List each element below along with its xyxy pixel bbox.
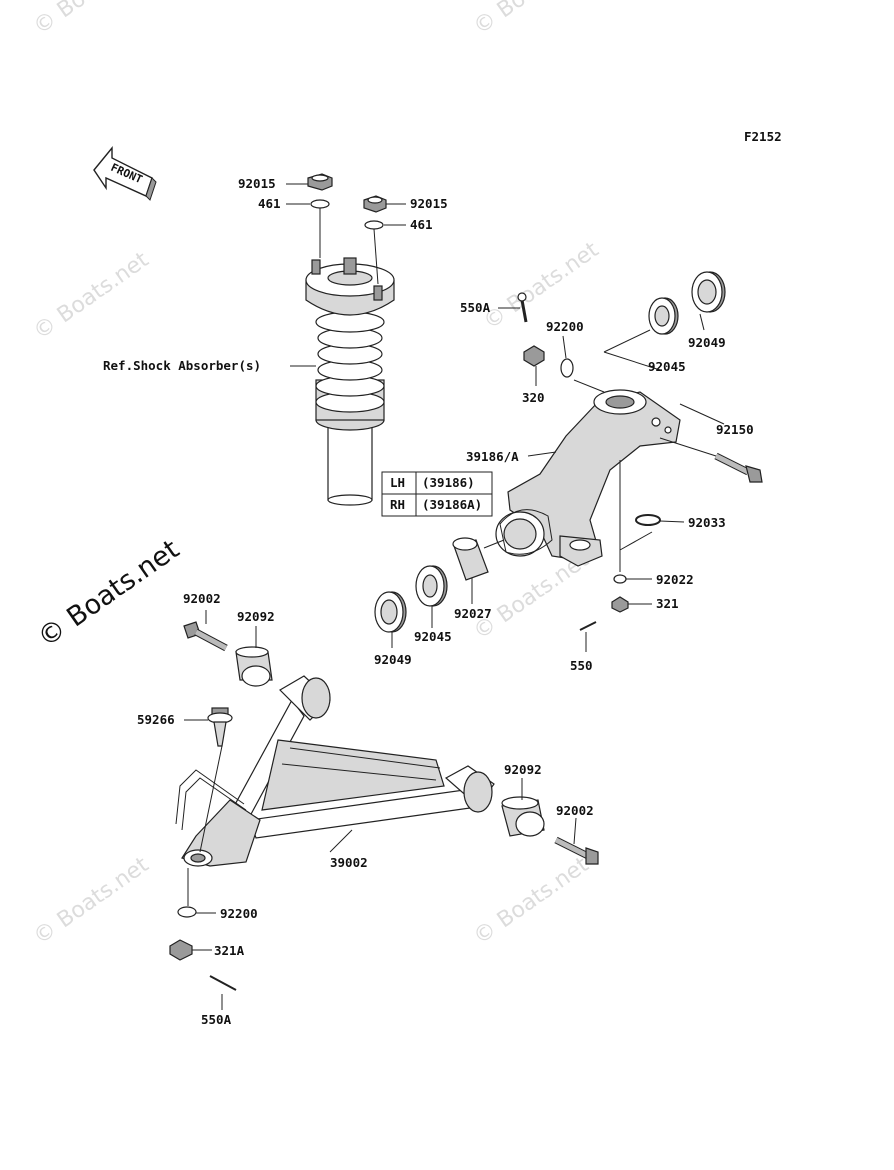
washer-461-right: [364, 220, 384, 230]
ball-joint-59266: [207, 707, 233, 747]
watermark-1: © Boats.net: [29, 0, 154, 40]
label-550: 550: [570, 658, 593, 673]
seal-92049-low: [374, 591, 407, 633]
label-92049-top: 92049: [688, 335, 726, 350]
washer-92200-low: [177, 906, 197, 918]
table-row-lh-side: LH: [390, 475, 405, 490]
steering-knuckle: [495, 389, 681, 567]
label-92015-left: 92015: [238, 176, 276, 191]
label-92049-low: 92049: [374, 652, 412, 667]
label-461-right: 461: [410, 217, 433, 232]
label-321A: 321A: [214, 943, 245, 958]
table-row-rh-side: RH: [390, 497, 405, 512]
label-92015-right: 92015: [410, 196, 448, 211]
label-321: 321: [656, 596, 679, 611]
label-39186: 39186/A: [466, 449, 519, 464]
nut-92015-right: [363, 195, 387, 213]
nut-92015-left: [307, 173, 333, 191]
snap-ring-92033: [635, 514, 661, 526]
washer-92200-top: [560, 358, 574, 378]
nut-320: [523, 345, 545, 367]
label-92092-left: 92092: [237, 609, 275, 624]
watermark-4: © Boats.net: [479, 237, 604, 335]
label-461-left: 461: [258, 196, 281, 211]
label-92150: 92150: [716, 422, 754, 437]
label-39002: 39002: [330, 855, 368, 870]
label-92092-right: 92092: [504, 762, 542, 777]
seal-92049-top: [691, 271, 726, 313]
label-92027: 92027: [454, 606, 492, 621]
diagram-code: F2152: [744, 129, 782, 144]
label-92002-left: 92002: [183, 591, 221, 606]
bolt-92002-left: [183, 621, 228, 652]
washer-461-left: [310, 199, 330, 209]
cotter-pin-550: [579, 621, 597, 631]
nut-321: [611, 596, 629, 613]
label-320: 320: [522, 390, 545, 405]
label-92200-top: 92200: [546, 319, 584, 334]
watermark-7: © Boats.net: [469, 852, 594, 950]
bearing-92045-top: [648, 297, 679, 335]
watermark-main: © Boats.net: [32, 534, 185, 654]
front-arrow-icon: FRONT: [93, 146, 157, 201]
label-550A-top: 550A: [460, 300, 491, 315]
cotter-pin-550A-low: [209, 975, 237, 991]
label-550A-low: 550A: [201, 1012, 232, 1027]
bushing-92092-left: [235, 646, 273, 687]
bearing-92045-low: [415, 565, 448, 607]
label-92022: 92022: [656, 572, 694, 587]
lh-rh-table: LH (39186) RH (39186A): [381, 471, 493, 517]
bolt-92002-right: [554, 836, 599, 865]
watermark-2: © Boats.net: [469, 0, 594, 40]
lower-a-arm: [175, 675, 495, 867]
bushing-92092-right: [501, 796, 545, 837]
label-92045-top: 92045: [648, 359, 686, 374]
watermark-6: © Boats.net: [29, 852, 154, 950]
spacer-92027: [452, 537, 489, 581]
label-ref-shock: Ref.Shock Absorber(s): [103, 358, 261, 373]
label-92045-low: 92045: [414, 629, 452, 644]
bolt-92150: [714, 452, 763, 483]
table-row-rh-part: (39186A): [422, 497, 482, 512]
table-row-lh-part: (39186): [422, 475, 475, 490]
label-92033: 92033: [688, 515, 726, 530]
shock-absorber: [305, 257, 395, 506]
label-92200-low: 92200: [220, 906, 258, 921]
label-92002-right: 92002: [556, 803, 594, 818]
washer-92022: [613, 574, 627, 584]
cotter-pin-550A-top: [517, 292, 528, 323]
label-59266: 59266: [137, 712, 175, 727]
nut-321A: [169, 939, 193, 961]
watermark-3: © Boats.net: [29, 247, 154, 345]
